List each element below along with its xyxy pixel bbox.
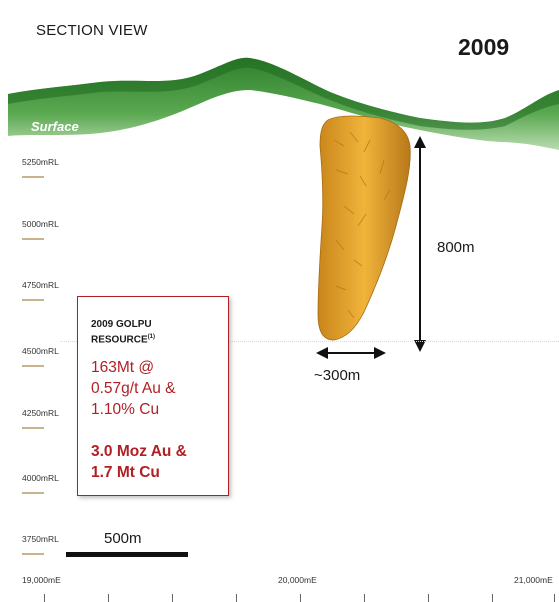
me-tick <box>172 594 173 602</box>
me-tick <box>428 594 429 602</box>
resource-heading-line1: 2009 GOLPU <box>91 319 152 330</box>
resource-contained-cu: 1.7 Mt Cu <box>91 464 160 481</box>
resource-heading-line2: RESOURCE <box>91 334 148 346</box>
page-title: SECTION VIEW <box>36 22 148 39</box>
orebody <box>317 115 411 341</box>
vertical-arrow-bottom <box>414 340 426 352</box>
rl-label-4750: 4750mRL <box>22 280 59 290</box>
vertical-dimension-label: 800m <box>437 239 475 256</box>
me-tick <box>492 594 493 602</box>
me-tick <box>236 594 237 602</box>
rl-tick-3750 <box>22 553 44 555</box>
scale-bar <box>66 552 188 557</box>
me-tick <box>554 594 555 602</box>
rl-tick-4500 <box>22 365 44 367</box>
me-tick <box>108 594 109 602</box>
rl-label-5250: 5250mRL <box>22 157 59 167</box>
resource-cu-grade: 1.10% Cu <box>91 401 160 418</box>
vertical-arrow-top <box>414 136 426 148</box>
rl-tick-5250 <box>22 176 44 178</box>
surface-topography <box>8 57 559 150</box>
rl-label-4000: 4000mRL <box>22 473 59 483</box>
rl-tick-4000 <box>22 492 44 494</box>
resource-callout: 2009 GOLPU RESOURCE(1) 163Mt @ 0.57g/t A… <box>77 296 229 496</box>
resource-contained-au: 3.0 Moz Au & <box>91 443 187 460</box>
surface-ridge-shading <box>8 57 559 130</box>
resource-heading: 2009 GOLPU RESOURCE(1) <box>91 319 155 346</box>
me-label-20000: 20,000mE <box>278 575 317 585</box>
rl-label-3750: 3750mRL <box>22 534 59 544</box>
dotted-reference-line <box>60 341 559 342</box>
rl-label-4250: 4250mRL <box>22 408 59 418</box>
me-label-19000: 19,000mE <box>22 575 61 585</box>
year-label: 2009 <box>458 34 510 60</box>
orebody-texture <box>333 131 391 319</box>
rl-tick-4250 <box>22 427 44 429</box>
rl-label-5000: 5000mRL <box>22 219 59 229</box>
me-tick <box>364 594 365 602</box>
resource-footnote-marker: (1) <box>147 334 156 340</box>
resource-au-grade: 0.57g/t Au & <box>91 380 176 397</box>
surface-label: Surface <box>31 119 79 134</box>
me-tick <box>300 594 301 602</box>
horizontal-dimension-label: ~300m <box>314 367 361 384</box>
me-label-21000: 21,000mE <box>514 575 553 585</box>
horizontal-arrow-right <box>374 347 386 359</box>
rl-tick-5000 <box>22 238 44 240</box>
rl-label-4500: 4500mRL <box>22 346 59 356</box>
me-tick <box>44 594 45 602</box>
scale-bar-label: 500m <box>104 530 142 547</box>
horizontal-arrow-left <box>316 347 328 359</box>
rl-tick-4750 <box>22 299 44 301</box>
resource-tonnage: 163Mt @ <box>91 359 155 376</box>
